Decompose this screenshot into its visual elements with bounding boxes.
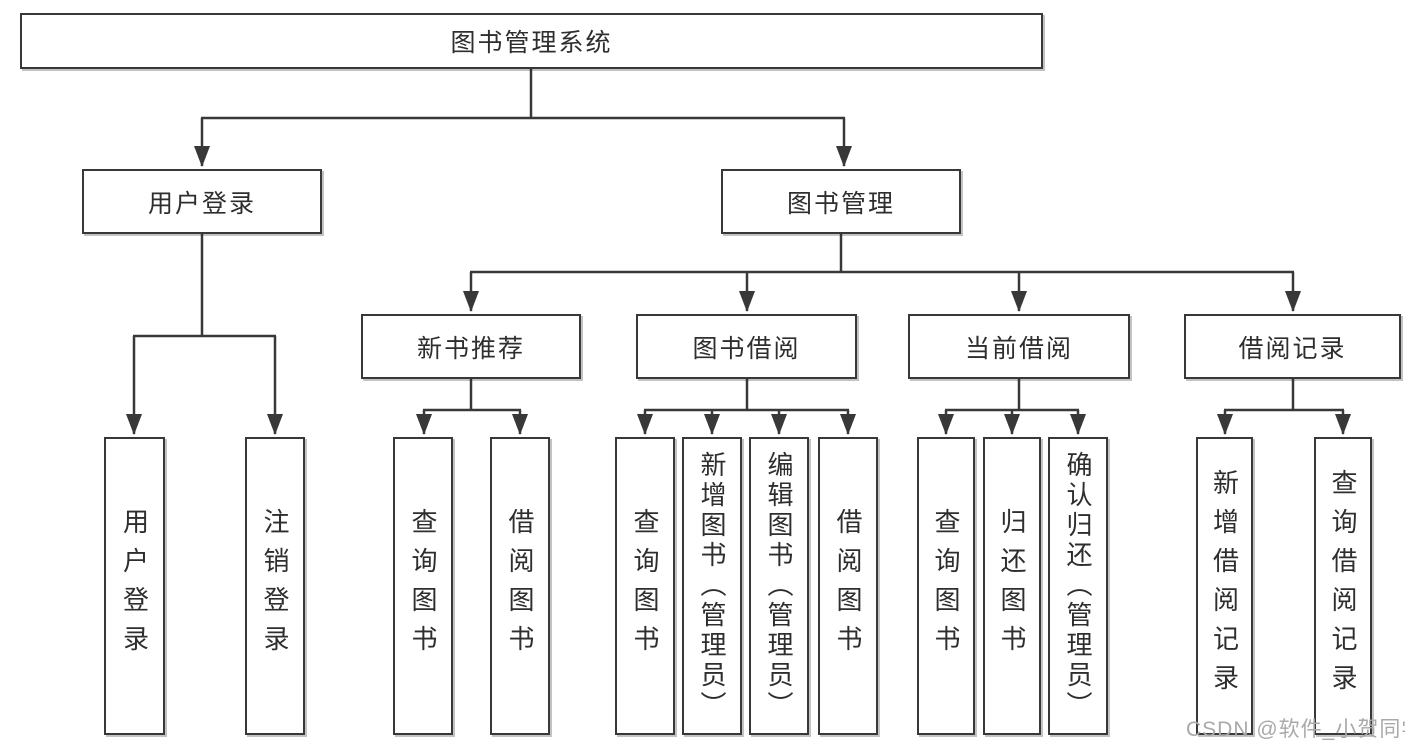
node-user-login-label: 用户登录: [147, 189, 256, 218]
leaf-return-books: 归还图书: [983, 437, 1041, 735]
leaf-query-books-current: 查询图书: [917, 437, 975, 735]
node-root-system: 图书管理系统: [20, 13, 1043, 69]
leaf-logout: 注销登录: [245, 437, 305, 735]
leaf-add-books-admin: 新增图书（管理员）: [682, 437, 742, 735]
node-book-management-label: 图书管理: [786, 189, 895, 218]
leaf-edit-books-admin: 编辑图书（管理员）: [749, 437, 809, 735]
csdn-watermark: CSDN @软件_小贺同学: [1186, 718, 1405, 741]
leaf-confirm-return-admin-label: 确认归还（管理员）: [1063, 451, 1093, 721]
node-borrowing-records-label: 借阅记录: [1238, 334, 1347, 363]
node-book-borrowing: 图书借阅: [636, 314, 857, 379]
node-book-management: 图书管理: [721, 169, 961, 234]
node-current-borrowing-label: 当前借阅: [964, 334, 1073, 363]
node-current-borrowing: 当前借阅: [908, 314, 1130, 379]
node-book-borrowing-label: 图书借阅: [692, 334, 801, 363]
leaf-borrow-books-recommend-label: 借阅图书: [505, 508, 535, 664]
leaf-borrow-books: 借阅图书: [818, 437, 878, 735]
node-borrowing-records: 借阅记录: [1184, 314, 1401, 379]
leaf-query-books-borrow-label: 查询图书: [630, 508, 660, 664]
leaf-user-login-label: 用户登录: [119, 508, 150, 664]
node-new-book-recommend-label: 新书推荐: [416, 334, 525, 363]
leaf-borrow-books-label: 借阅图书: [833, 508, 863, 664]
leaf-add-borrow-record: 新增借阅记录: [1196, 437, 1253, 735]
leaf-return-books-label: 归还图书: [997, 508, 1027, 664]
leaf-confirm-return-admin: 确认归还（管理员）: [1048, 437, 1108, 735]
leaf-add-books-admin-label: 新增图书（管理员）: [697, 451, 727, 721]
leaf-query-books-recommend-label: 查询图书: [408, 508, 438, 664]
leaf-logout-label: 注销登录: [260, 508, 290, 664]
node-root-label: 图书管理系统: [450, 29, 613, 57]
leaf-borrow-books-recommend: 借阅图书: [490, 437, 550, 735]
leaf-query-books-borrow: 查询图书: [615, 437, 675, 735]
leaf-add-borrow-record-label: 新增借阅记录: [1209, 469, 1240, 703]
leaf-query-books-recommend: 查询图书: [393, 437, 453, 735]
leaf-query-books-current-label: 查询图书: [931, 508, 961, 664]
leaf-edit-books-admin-label: 编辑图书（管理员）: [764, 451, 794, 721]
leaf-user-login: 用户登录: [104, 437, 165, 735]
node-new-book-recommend: 新书推荐: [361, 314, 581, 379]
node-user-login: 用户登录: [82, 169, 322, 234]
leaf-query-borrow-record: 查询借阅记录: [1314, 437, 1372, 735]
leaf-query-borrow-record-label: 查询借阅记录: [1328, 469, 1358, 703]
